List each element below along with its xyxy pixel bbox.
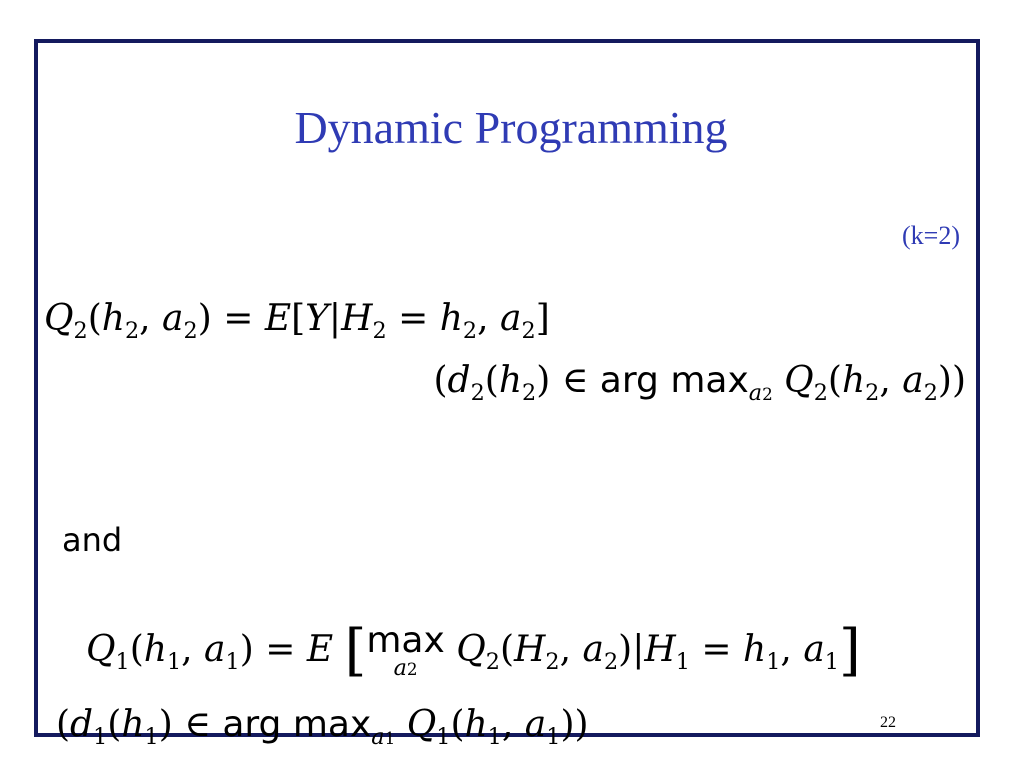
connector-and: and xyxy=(62,521,123,559)
slide-title: Dynamic Programming xyxy=(294,102,728,153)
equation-d1-decision-rule: (d1(h1) ∈ arg maxa1 Q1(h1, a1)) xyxy=(56,704,589,750)
case-label: (k=2) xyxy=(902,221,960,250)
equation-d2-decision-rule: (d2(h2) ∈ arg maxa2 Q2(h2, a2)) xyxy=(433,360,966,406)
page-number: 22 xyxy=(880,714,896,731)
equation-q2-definition: Q2(h2, a2) = E[Y|H2 = h2, a2] xyxy=(44,298,550,344)
slide-frame: Dynamic Programming (k=2) Q2(h2, a2) = E… xyxy=(34,39,980,748)
